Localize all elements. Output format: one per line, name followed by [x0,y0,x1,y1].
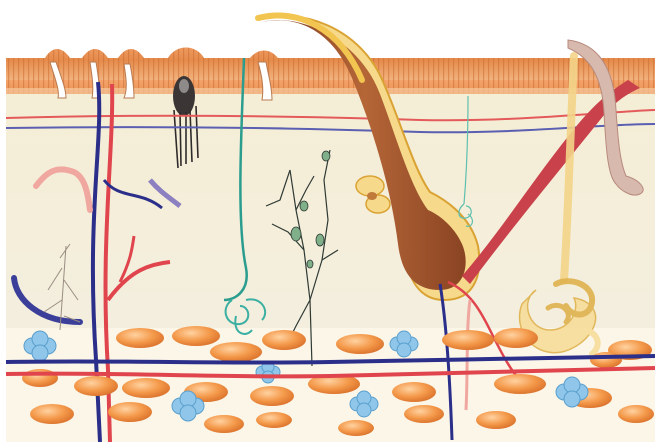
basal-layer [6,88,655,94]
